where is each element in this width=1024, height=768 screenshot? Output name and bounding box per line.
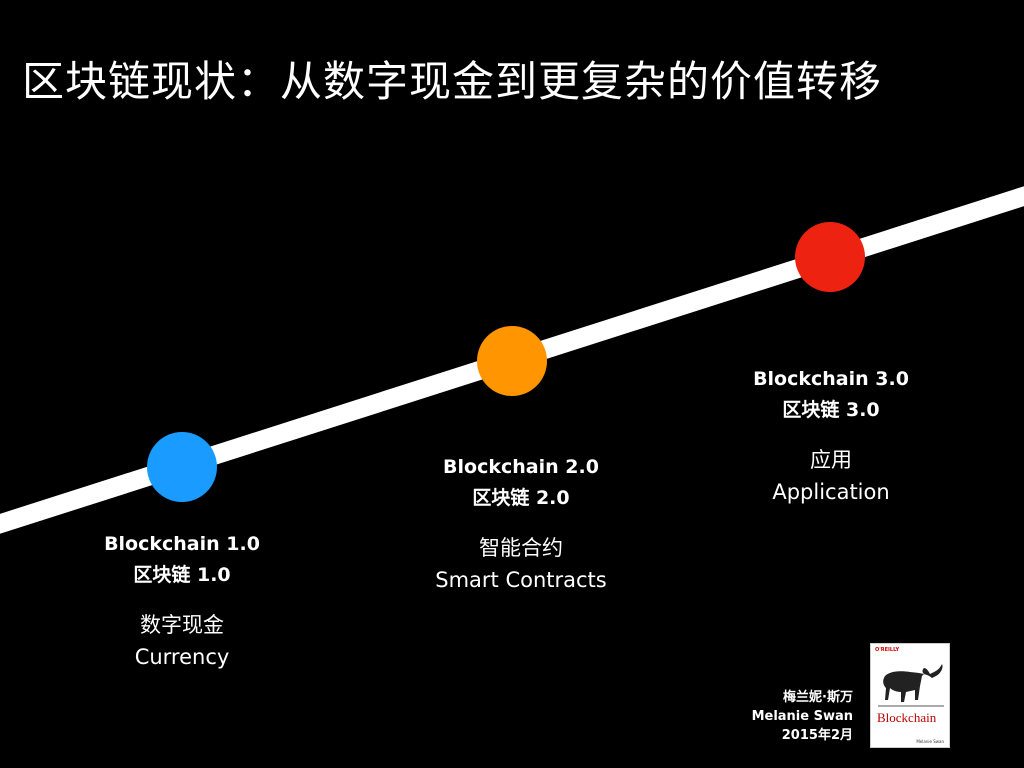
stage-2-title-en: Blockchain 2.0 — [435, 452, 606, 483]
stage-1-title-en: Blockchain 1.0 — [104, 529, 260, 560]
publication-date: 2015年2月 — [752, 726, 853, 745]
stage-1-title-zh: 区块链 1.0 — [104, 560, 260, 591]
stage-2-label: Blockchain 2.0 区块链 2.0 智能合约 Smart Contra… — [435, 452, 606, 596]
author-name-zh: 梅兰妮·斯万 — [752, 688, 853, 707]
book-author: Melanie Swan — [916, 739, 944, 744]
ox-illustration-icon — [876, 656, 946, 708]
stage-3-node — [795, 222, 865, 292]
stage-1-node — [147, 432, 217, 502]
stage-2-desc-zh: 智能合约 — [435, 532, 606, 564]
stage-3-label: Blockchain 3.0 区块链 3.0 应用 Application — [753, 364, 909, 508]
stage-3-desc-en: Application — [753, 476, 909, 508]
stage-1-label: Blockchain 1.0 区块链 1.0 数字现金 Currency — [104, 529, 260, 673]
stage-2-title-zh: 区块链 2.0 — [435, 483, 606, 514]
stage-2-node — [477, 326, 547, 396]
stage-1-desc-en: Currency — [104, 641, 260, 673]
author-credit: 梅兰妮·斯万 Melanie Swan 2015年2月 — [752, 688, 853, 745]
book-title: Blockchain — [877, 710, 936, 726]
stage-3-title-zh: 区块链 3.0 — [753, 395, 909, 426]
stage-1-desc-zh: 数字现金 — [104, 609, 260, 641]
book-publisher: O'REILLY — [875, 647, 899, 653]
stage-3-title-en: Blockchain 3.0 — [753, 364, 909, 395]
stage-2-desc-en: Smart Contracts — [435, 564, 606, 596]
author-name-en: Melanie Swan — [752, 707, 853, 726]
book-cover-image: O'REILLY Blockchain Melanie Swan — [870, 643, 950, 748]
stage-3-desc-zh: 应用 — [753, 444, 909, 476]
